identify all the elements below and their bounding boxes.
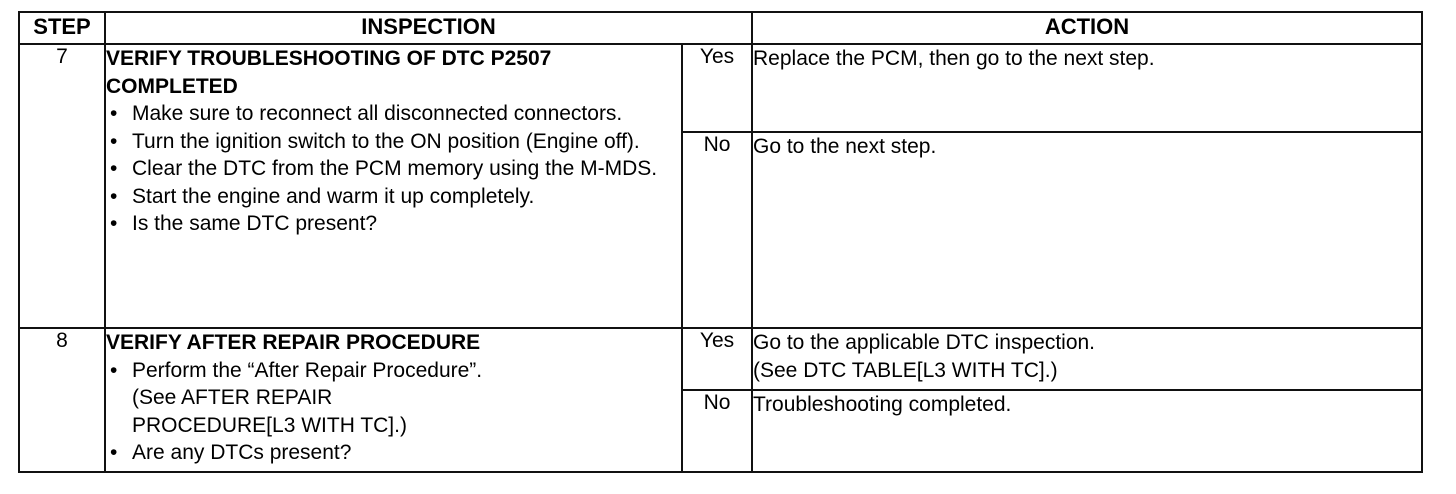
bullet-note: (See AFTER REPAIR <box>132 386 333 409</box>
inspection-cell: VERIFY TROUBLESHOOTING OF DTC P2507 COMP… <box>104 43 683 329</box>
bullet-note: PROCEDURE[L3 WITH TC].) <box>132 413 407 437</box>
list-item: • Perform the “After Repair Procedure”. … <box>106 357 681 440</box>
step-number: 7 <box>18 43 106 329</box>
yes-label: Yes <box>681 327 753 391</box>
inspection-title: VERIFY TROUBLESHOOTING OF DTC P2507 COMP… <box>106 47 552 98</box>
step-7-no-row: No Go to the next step. <box>19 131 1423 329</box>
step-7-yes-row: 7 VERIFY TROUBLESHOOTING OF DTC P2507 CO… <box>18 43 1423 329</box>
action-note: (See DTC TABLE[L3 WITH TC].) <box>753 358 1058 382</box>
list-item: •Are any DTCs present? <box>110 441 352 464</box>
no-action: Go to the next step. <box>751 131 1423 329</box>
step-8-yes-row: 8 VERIFY AFTER REPAIR PROCEDURE • Perfor… <box>18 327 1423 473</box>
list-item: •Clear the DTC from the PCM memory using… <box>110 157 658 180</box>
inspection-cell: VERIFY AFTER REPAIR PROCEDURE • Perform … <box>104 327 683 473</box>
header-step: STEP <box>18 11 106 45</box>
step-number: 8 <box>18 327 106 473</box>
yes-action: Replace the PCM, then go to the next ste… <box>751 43 1423 133</box>
inspection-title: VERIFY AFTER REPAIR PROCEDURE <box>106 331 481 354</box>
step-8-no-row: No Troubleshooting completed. <box>19 389 1423 473</box>
list-item: •Start the engine and warm it up complet… <box>110 184 535 208</box>
list-item: •Turn the ignition switch to the ON posi… <box>110 129 640 153</box>
inspection-bullets: • Perform the “After Repair Procedure”. … <box>106 357 681 467</box>
header-row: STEP INSPECTION ACTION <box>18 11 1423 45</box>
list-item: •Make sure to reconnect all disconnected… <box>110 102 623 125</box>
no-action: Troubleshooting completed. <box>751 389 1423 473</box>
diagnostic-table: STEP INSPECTION ACTION 7 VERIFY TROUBLES… <box>18 11 1423 473</box>
yes-action: Go to the applicable DTC inspection. (Se… <box>751 327 1423 391</box>
yes-label: Yes <box>681 43 753 133</box>
header-action: ACTION <box>751 11 1423 45</box>
list-item: •Is the same DTC present? <box>110 212 378 235</box>
no-label: No <box>681 389 753 473</box>
inspection-bullets: •Make sure to reconnect all disconnected… <box>106 100 681 238</box>
no-label: No <box>681 131 753 329</box>
header-inspection: INSPECTION <box>104 11 753 45</box>
